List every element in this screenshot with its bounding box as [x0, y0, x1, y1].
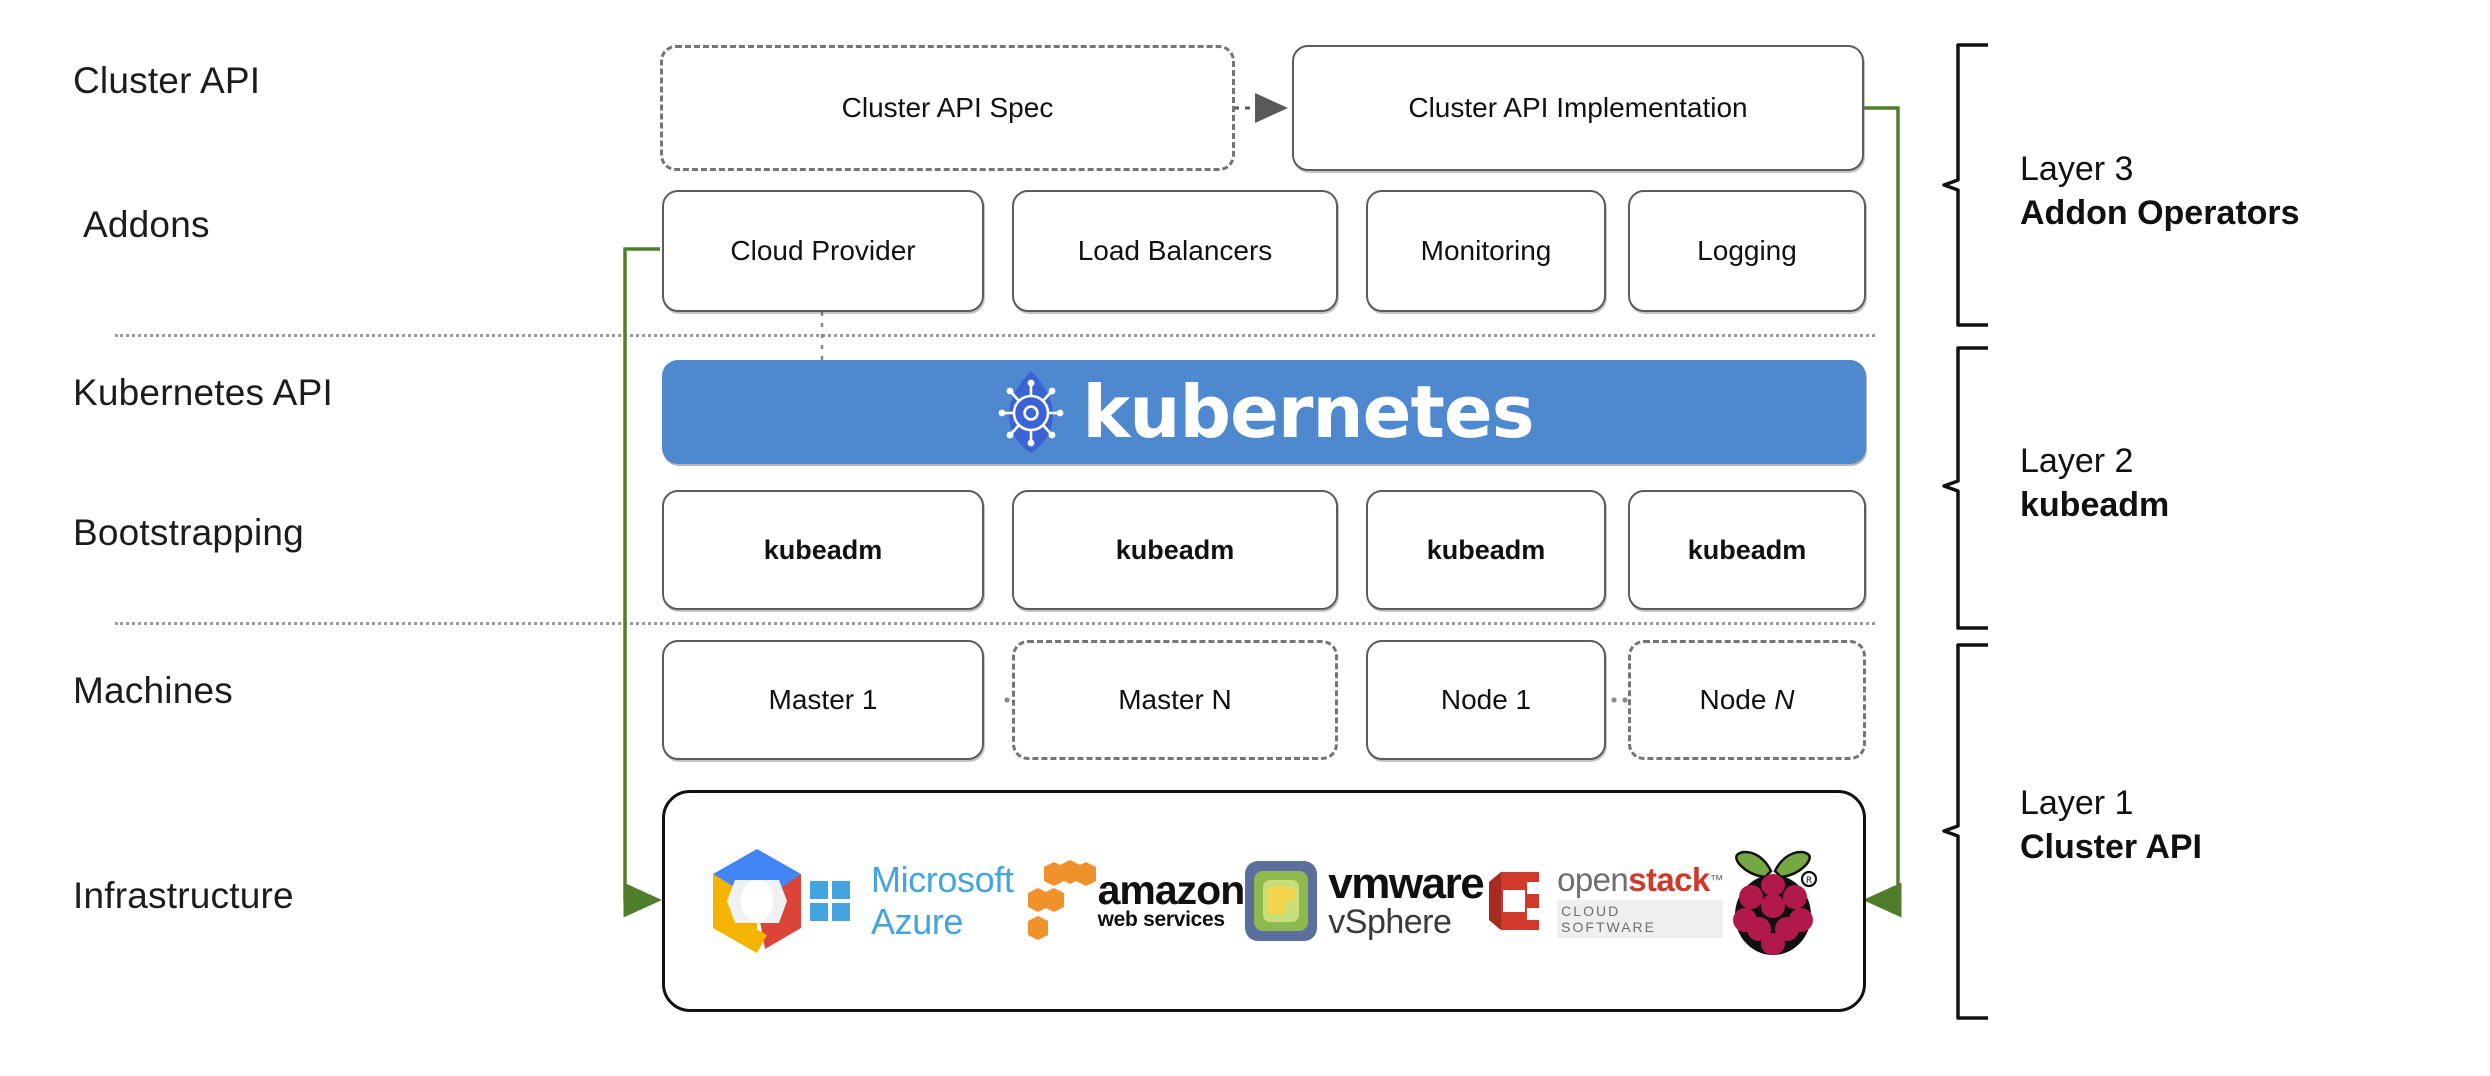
box-machine-master-1[interactable]: Master 1: [662, 640, 984, 760]
row-label-addons: Addons: [83, 204, 210, 245]
box-cluster-api-spec[interactable]: Cluster API Spec: [660, 45, 1235, 171]
row-label-machines: Machines: [73, 670, 233, 711]
google-cloud-platform-logo: [705, 845, 809, 957]
microsoft-azure-text: Microsoft Azure: [871, 859, 1014, 942]
row-label-kubernetes-api: Kubernetes API: [73, 372, 333, 413]
openstack-text-stack: stack: [1628, 860, 1710, 898]
layer-label-1: Layer 1 Cluster API: [2020, 782, 2202, 869]
kubernetes-wordmark: kubernetes: [1082, 370, 1534, 454]
kubernetes-helm-wheel-icon: [998, 371, 1064, 453]
openstack-text-open: open: [1557, 860, 1629, 898]
box-label: Load Balancers: [1077, 235, 1273, 266]
box-label: Node 1: [1440, 684, 1532, 715]
raspberry-pi-logo: R: [1723, 845, 1823, 957]
box-addon-logging[interactable]: Logging: [1628, 190, 1866, 312]
raspberry-pi-icon: R: [1733, 850, 1818, 955]
svg-text:R: R: [1806, 876, 1812, 886]
bracket-layer-2: [1942, 346, 1988, 630]
separator-layer2-layer1: [115, 622, 1875, 625]
vmware-wordmark: vmware: [1328, 859, 1484, 909]
box-addon-monitoring[interactable]: Monitoring: [1366, 190, 1606, 312]
openstack-square-icon: [1489, 872, 1540, 930]
bracket-layer-1: [1942, 643, 1988, 1020]
microsoft-azure-logo: Microsoft Azure: [809, 859, 1024, 943]
box-label: Monitoring: [1420, 235, 1552, 266]
box-machine-master-n[interactable]: Master N: [1012, 640, 1338, 760]
layer-2-line-1: Layer 2: [2020, 442, 2134, 480]
bracket-layer-3: [1942, 43, 1988, 327]
box-addon-load-balancers[interactable]: Load Balancers: [1012, 190, 1338, 312]
vmware-vsphere-logo: vmware vSphere: [1244, 859, 1485, 942]
kubernetes-banner[interactable]: kubernetes: [662, 360, 1866, 464]
aws-subtext: web services: [1097, 908, 1225, 932]
microsoft-window-icon: [810, 881, 850, 921]
box-label: kubeadm: [763, 534, 883, 565]
box-cluster-api-implementation[interactable]: Cluster API Implementation: [1292, 45, 1864, 171]
openstack-logo: openstack™ CLOUD SOFTWARE: [1483, 860, 1724, 939]
box-label: Cloud Provider: [730, 235, 916, 266]
openstack-subtext: CLOUD SOFTWARE: [1557, 900, 1723, 939]
row-label-cluster-api: Cluster API: [73, 60, 261, 101]
box-label: Node N: [1699, 684, 1795, 715]
box-label: Cluster API Implementation: [1408, 92, 1748, 123]
vsphere-subtext: vSphere: [1328, 902, 1452, 941]
layer-1-line-2: Cluster API: [2020, 827, 2203, 866]
aws-wordmark: amazon: [1097, 866, 1246, 913]
box-machine-node-n[interactable]: Node N: [1628, 640, 1866, 760]
box-label: Master N: [1118, 684, 1232, 715]
connector-cloud-provider-to-infrastructure: [623, 247, 662, 918]
layer-label-2: Layer 2 kubeadm: [2020, 440, 2169, 527]
row-label-infrastructure: Infrastructure: [73, 875, 294, 916]
box-machine-node-1[interactable]: Node 1: [1366, 640, 1606, 760]
separator-layer3-layer2: [115, 334, 1875, 337]
box-label: kubeadm: [1426, 534, 1546, 565]
box-kubeadm-1[interactable]: kubeadm: [662, 490, 984, 610]
box-label: Master 1: [768, 684, 878, 715]
box-label: kubeadm: [1115, 534, 1235, 565]
box-kubeadm-3[interactable]: kubeadm: [1366, 490, 1606, 610]
box-addon-cloud-provider[interactable]: Cloud Provider: [662, 190, 984, 312]
box-infrastructure[interactable]: Microsoft Azure amazon: [662, 790, 1866, 1012]
box-kubeadm-4[interactable]: kubeadm: [1628, 490, 1866, 610]
aws-cubes-icon: [1027, 860, 1096, 940]
box-label: Cluster API Spec: [841, 92, 1054, 123]
connector-cluster-api-impl-to-infrastructure: [1862, 106, 1902, 918]
box-label: kubeadm: [1687, 534, 1807, 565]
box-kubeadm-2[interactable]: kubeadm: [1012, 490, 1338, 610]
layer-3-line-2: Addon Operators: [2020, 193, 2300, 232]
layer-2-line-2: kubeadm: [2020, 485, 2170, 524]
vsphere-square-icon: [1245, 861, 1318, 941]
layer-1-line-1: Layer 1: [2020, 784, 2134, 822]
amazon-web-services-logo: amazon web services: [1024, 858, 1245, 944]
box-label: Logging: [1697, 235, 1797, 266]
layer-3-line-1: Layer 3: [2020, 150, 2134, 188]
row-label-bootstrapping: Bootstrapping: [73, 512, 304, 553]
layer-label-3: Layer 3 Addon Operators: [2020, 148, 2300, 235]
